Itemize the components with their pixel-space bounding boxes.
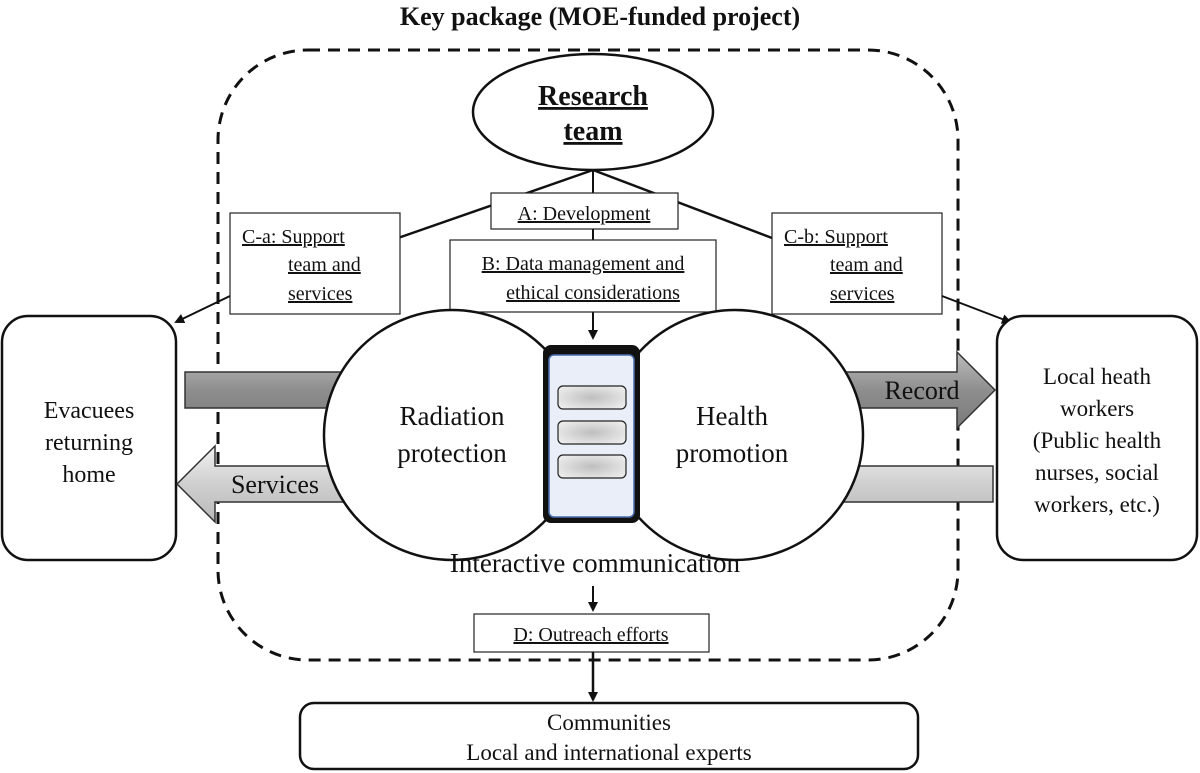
label-cb-line1: C-b: Support xyxy=(784,226,888,248)
app-button-2 xyxy=(557,420,627,445)
label-ca-line2: team and xyxy=(288,254,361,276)
health-promotion-circle xyxy=(605,308,865,562)
label-box-b xyxy=(449,239,717,313)
research-team-label-line2: team xyxy=(563,116,622,147)
radiation-line2: protection xyxy=(397,438,507,468)
health-line2: promotion xyxy=(676,438,789,468)
app-button-1 xyxy=(557,385,627,410)
label-box-a xyxy=(490,192,679,230)
workers-line4: nurses, social xyxy=(1035,460,1159,485)
communities-line2: Local and international experts xyxy=(466,740,752,765)
health-workers-node xyxy=(995,314,1199,562)
workers-line1: Local heath xyxy=(1043,364,1151,389)
workers-line2: workers xyxy=(1060,396,1134,421)
label-box-cb xyxy=(771,212,943,315)
workers-line3: (Public health xyxy=(1033,428,1162,453)
communities-line1: Communities xyxy=(547,710,671,735)
label-cb-line3: services xyxy=(830,283,895,305)
app-button-3 xyxy=(557,454,627,479)
label-cb-line2: team and xyxy=(830,254,903,276)
health-line1: Health xyxy=(696,401,768,431)
label-d-text: D: Outreach efforts xyxy=(513,624,668,646)
record-label: Record xyxy=(884,376,959,405)
communities-node xyxy=(298,701,920,771)
connector-to-cb xyxy=(592,168,773,240)
workers-line5: workers, etc.) xyxy=(1034,492,1160,517)
label-ca-line3: services xyxy=(288,283,353,305)
radiation-line1: Radiation xyxy=(400,401,505,431)
label-a-text: A: Development xyxy=(518,203,651,225)
radiation-protection-circle xyxy=(322,308,582,562)
evacuees-line3: home xyxy=(62,462,115,488)
label-b-line1: B: Data management and xyxy=(482,253,685,275)
diagram-title: Key package (MOE-funded project) xyxy=(400,2,800,31)
connector-ca-to-evacuees xyxy=(174,295,231,324)
research-team-node xyxy=(471,52,715,172)
label-box-ca xyxy=(229,212,401,315)
interactive-communication-label: Interactive communication xyxy=(450,548,741,578)
research-team-label-line1: Research xyxy=(538,81,648,112)
label-ca-line1: C-a: Support xyxy=(242,226,345,248)
evacuees-line1: Evacuees xyxy=(44,398,135,424)
connector-cb-to-workers xyxy=(941,295,1012,324)
label-box-d xyxy=(473,613,710,653)
evacuees-node xyxy=(0,314,178,562)
evacuees-line2: returning xyxy=(45,430,133,456)
key-package-boundary xyxy=(216,48,960,662)
services-label: Services xyxy=(231,470,319,499)
label-b-line2: ethical considerations xyxy=(506,282,680,304)
